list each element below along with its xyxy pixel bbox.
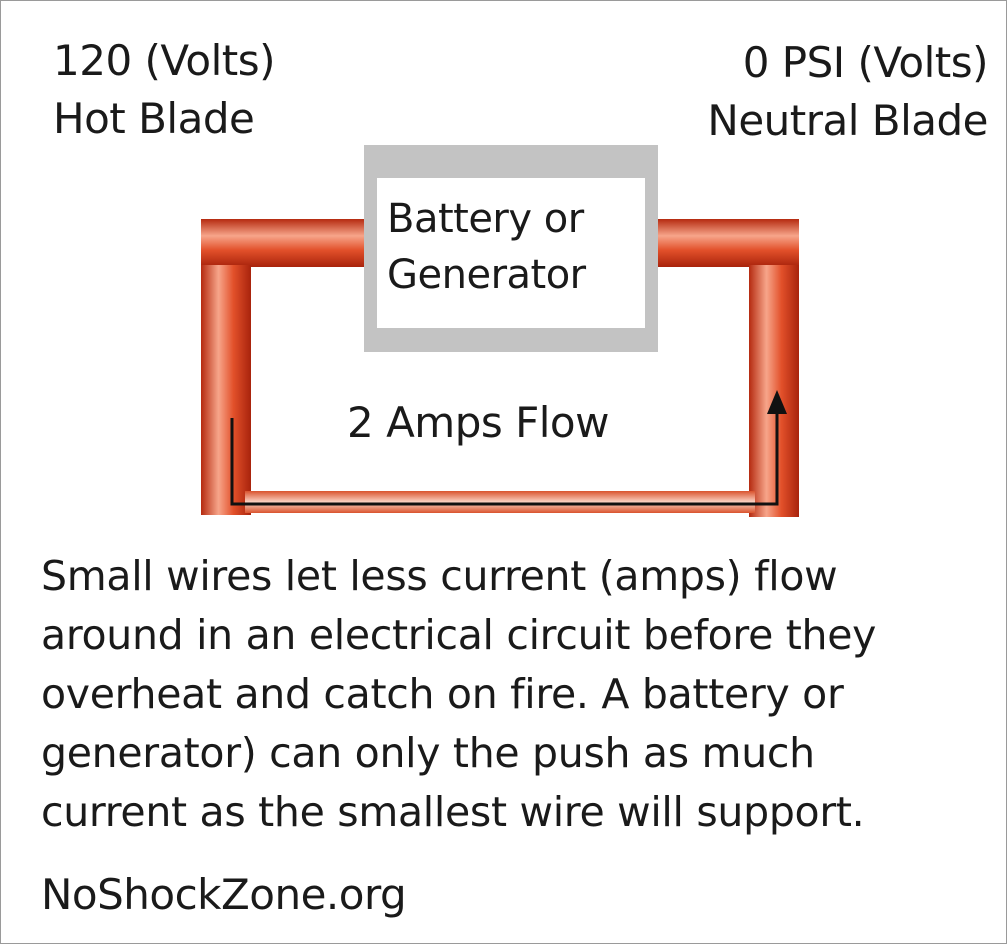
left-wire [201, 265, 251, 515]
battery-box-inner [377, 178, 645, 328]
top-right-wire [657, 219, 799, 267]
caption-line-4: generator) can only the push as much [41, 729, 815, 777]
right-wire [749, 265, 799, 517]
caption-line-1: Small wires let less current (amps) flow [41, 552, 838, 600]
amps-flow-label: 2 Amps Flow [347, 398, 609, 447]
neutral-blade-label: 0 PSI (Volts) Neutral Blade [707, 34, 988, 150]
top-left-wire [201, 219, 365, 267]
hot-voltage-text: 120 (Volts) [53, 36, 275, 85]
generator-text: Generator [387, 252, 586, 298]
neutral-blade-text: Neutral Blade [707, 96, 988, 145]
caption-line-5: current as the smallest wire will suppor… [41, 788, 865, 836]
battery-generator-label: Battery or Generator [387, 191, 586, 303]
caption-line-2: around in an electrical circuit before t… [41, 611, 877, 659]
caption-line-3: overheat and catch on fire. A battery or [41, 670, 844, 718]
neutral-voltage-text: 0 PSI (Volts) [742, 38, 989, 87]
flow-arrowhead-icon [767, 390, 787, 414]
current-flow-line [230, 413, 779, 506]
battery-text: Battery or [387, 196, 584, 242]
caption-paragraph: Small wires let less current (amps) flow… [41, 547, 876, 842]
hot-blade-text: Hot Blade [53, 94, 255, 143]
hot-blade-label: 120 (Volts) Hot Blade [53, 32, 275, 148]
website-label: NoShockZone.org [41, 870, 407, 919]
bottom-thin-wire [245, 491, 755, 513]
